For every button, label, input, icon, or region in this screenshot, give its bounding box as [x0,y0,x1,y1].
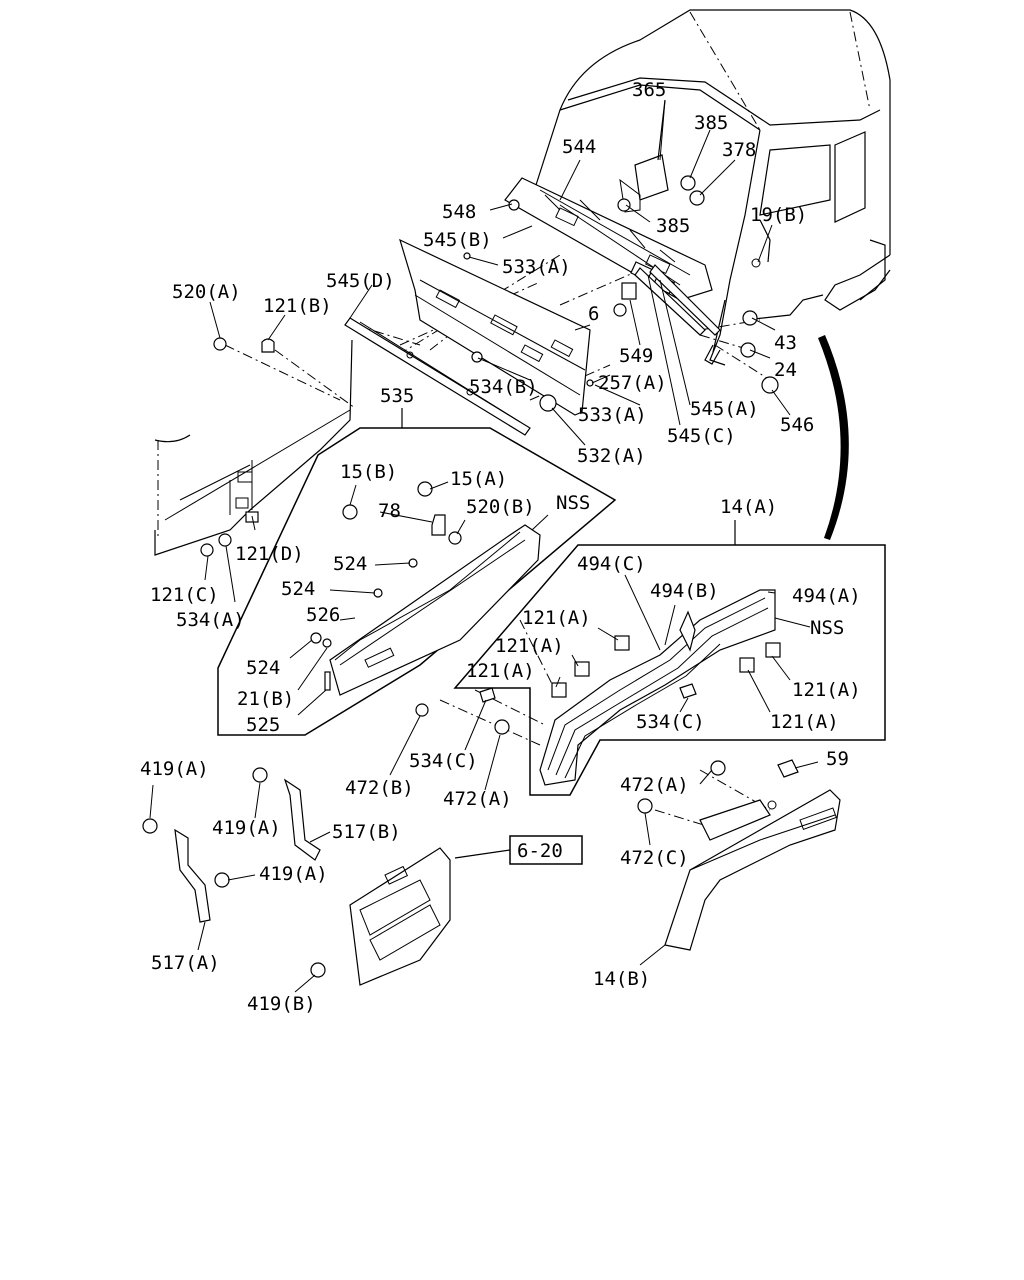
label-121a-5: 121(A) [770,711,839,733]
label-378: 378 [722,139,756,161]
label-544: 544 [562,136,596,158]
label-121b: 121(B) [263,295,332,317]
group-box-14a [453,520,886,796]
label-494c: 494(C) [577,553,646,575]
label-517b: 517(B) [332,821,401,843]
ref-box-6-20 [509,835,583,865]
label-19b: 19(B) [750,204,807,226]
label-533a-low: 533(A) [578,404,647,426]
mudguard-14b [664,789,841,951]
label-365: 365 [632,79,666,101]
label-534b: 534(B) [469,376,538,398]
label-472c: 472(C) [620,847,689,869]
label-121a-3: 121(A) [466,660,535,682]
label-534a: 534(A) [176,609,245,631]
label-545b: 545(B) [423,229,492,251]
label-546: 546 [780,414,814,436]
label-6: 6 [588,303,599,325]
label-15a: 15(A) [450,468,507,490]
label-472a-right: 472(A) [620,774,689,796]
loose-clips [479,687,799,814]
label-121d: 121(D) [235,543,304,565]
leader-lines [149,99,819,993]
label-14b: 14(B) [593,968,650,990]
label-524-2: 524 [281,578,315,600]
label-534c-left: 534(C) [409,750,478,772]
label-385-top: 385 [694,112,728,134]
label-121a-1: 121(A) [522,607,591,629]
callout-labels: 365 385 378 544 548 385 19(B) 545(B) 533… [140,79,861,1015]
label-525: 525 [246,714,280,736]
strip-545a-545c [634,264,721,336]
label-545c: 545(C) [667,425,736,447]
label-121c: 121(C) [150,584,219,606]
reference-arrow [818,335,849,540]
label-548: 548 [442,201,476,223]
label-ref-6-20: 6-20 [517,840,563,862]
label-419a-2: 419(A) [212,817,281,839]
label-43: 43 [774,332,797,354]
label-nss-right: NSS [810,617,844,639]
front-panel-544 [504,177,713,301]
label-520a: 520(A) [172,281,241,303]
label-78: 78 [378,500,401,522]
label-385-mid: 385 [656,215,690,237]
label-532a: 532(A) [577,445,646,467]
label-121a-4: 121(A) [792,679,861,701]
grille-panel-533 [399,238,591,416]
bracket-517b [252,767,321,861]
label-419b: 419(B) [247,993,316,1015]
label-nss-top: NSS [556,492,590,514]
label-517a: 517(A) [151,952,220,974]
step-assembly [310,835,583,986]
label-545a: 545(A) [690,398,759,420]
label-535: 535 [380,385,414,407]
clips-left [213,337,275,353]
label-534c-right: 534(C) [636,711,705,733]
label-419a-1: 419(A) [140,758,209,780]
label-419a-3: 419(A) [259,863,328,885]
label-520b: 520(B) [466,496,535,518]
label-24: 24 [774,359,797,381]
label-257a: 257(A) [598,372,667,394]
label-472a-left: 472(A) [443,788,512,810]
cab-outline [527,9,891,366]
label-524-3: 524 [246,657,280,679]
label-494a: 494(A) [792,585,861,607]
label-533a-top: 533(A) [502,256,571,278]
label-524-1: 524 [333,553,367,575]
label-121a-2: 121(A) [495,635,564,657]
bracket-517a [142,818,230,923]
label-545d: 545(D) [326,270,395,292]
garnish-strip-545d [344,317,531,436]
label-549: 549 [619,345,653,367]
label-21b: 21(B) [237,688,294,710]
label-59: 59 [826,748,849,770]
label-526: 526 [306,604,340,626]
label-14a: 14(A) [720,496,777,518]
label-494b: 494(B) [650,580,719,602]
label-472b: 472(B) [345,777,414,799]
label-15b: 15(B) [340,461,397,483]
